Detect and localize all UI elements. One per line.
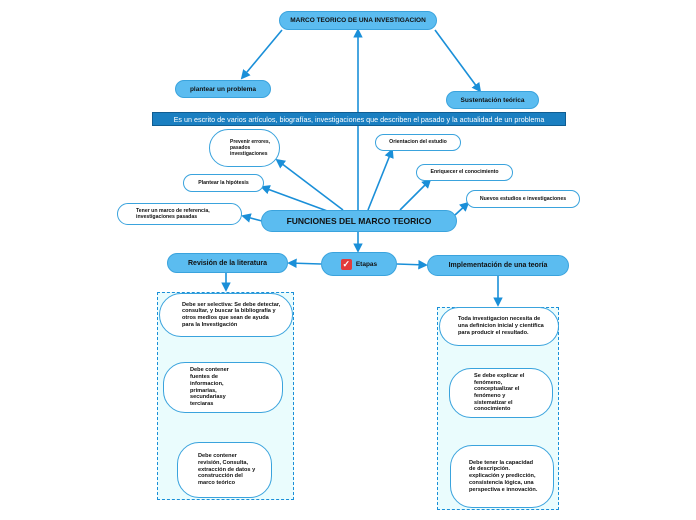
link-central-to-prevenir	[275, 158, 344, 211]
function-enriquecer[interactable]: Enriquecer el conocimiento	[416, 164, 513, 181]
implementacion-item-3[interactable]: Debe tener la capacidad de descripción. …	[450, 445, 554, 508]
link-title-to-right	[434, 29, 482, 93]
function-marco-referencia[interactable]: Tener un marco de referencia, investigac…	[117, 203, 242, 225]
link-central-to-nuevos	[454, 201, 470, 216]
etapas-node[interactable]: ✓Etapas	[321, 252, 397, 276]
title-node[interactable]: MARCO TEORICO DE UNA INVESTIGACION	[279, 11, 437, 30]
implementacion-item-1[interactable]: Toda investigacion necesita de una defin…	[439, 307, 559, 346]
link-central-to-hipotesis	[260, 185, 331, 213]
sustentacion-teorica-node[interactable]: Sustentación teórica	[446, 91, 539, 109]
revision-literatura-node[interactable]: Revisión de la literatura	[167, 253, 288, 273]
revision-item-3[interactable]: Debe contener revisión, Consulta, extrac…	[177, 442, 272, 498]
implementacion-item-2[interactable]: Se debe explicar el fenómeno, conceptual…	[449, 368, 553, 418]
function-plantear-hipotesis[interactable]: Plantear la hipótesis	[183, 174, 264, 192]
revision-item-2[interactable]: Debe contener fuentes de informacion, pr…	[163, 362, 283, 413]
function-orientacion[interactable]: Orientacion del estudio	[375, 134, 461, 151]
link-central-to-enriquecer	[399, 178, 432, 211]
etapas-label: Etapas	[355, 260, 378, 268]
plantear-problema-node[interactable]: plantear un problema	[175, 80, 271, 98]
function-nuevos-estudios[interactable]: Nuevos estudios e investigaciones	[466, 190, 580, 208]
checkmark-icon: ✓	[340, 258, 352, 270]
central-node[interactable]: FUNCIONES DEL MARCO TEORICO	[261, 210, 457, 232]
revision-item-1[interactable]: Debe ser selectiva: Se debe detectar, co…	[159, 293, 293, 337]
description-banner[interactable]: Es un escrito de varios artículos, biogr…	[152, 112, 566, 126]
function-prevenir-errores[interactable]: Prevenir errores, pasados investigacione…	[209, 129, 280, 167]
link-title-to-left	[240, 29, 283, 80]
implementacion-teoria-node[interactable]: Implementación de una teoría	[427, 255, 569, 276]
link-etapas-to-revision	[287, 258, 322, 269]
link-central-to-referencia	[241, 213, 263, 223]
link-etapas-to-implementacion	[396, 259, 428, 270]
link-central-to-orientacion	[367, 148, 394, 211]
